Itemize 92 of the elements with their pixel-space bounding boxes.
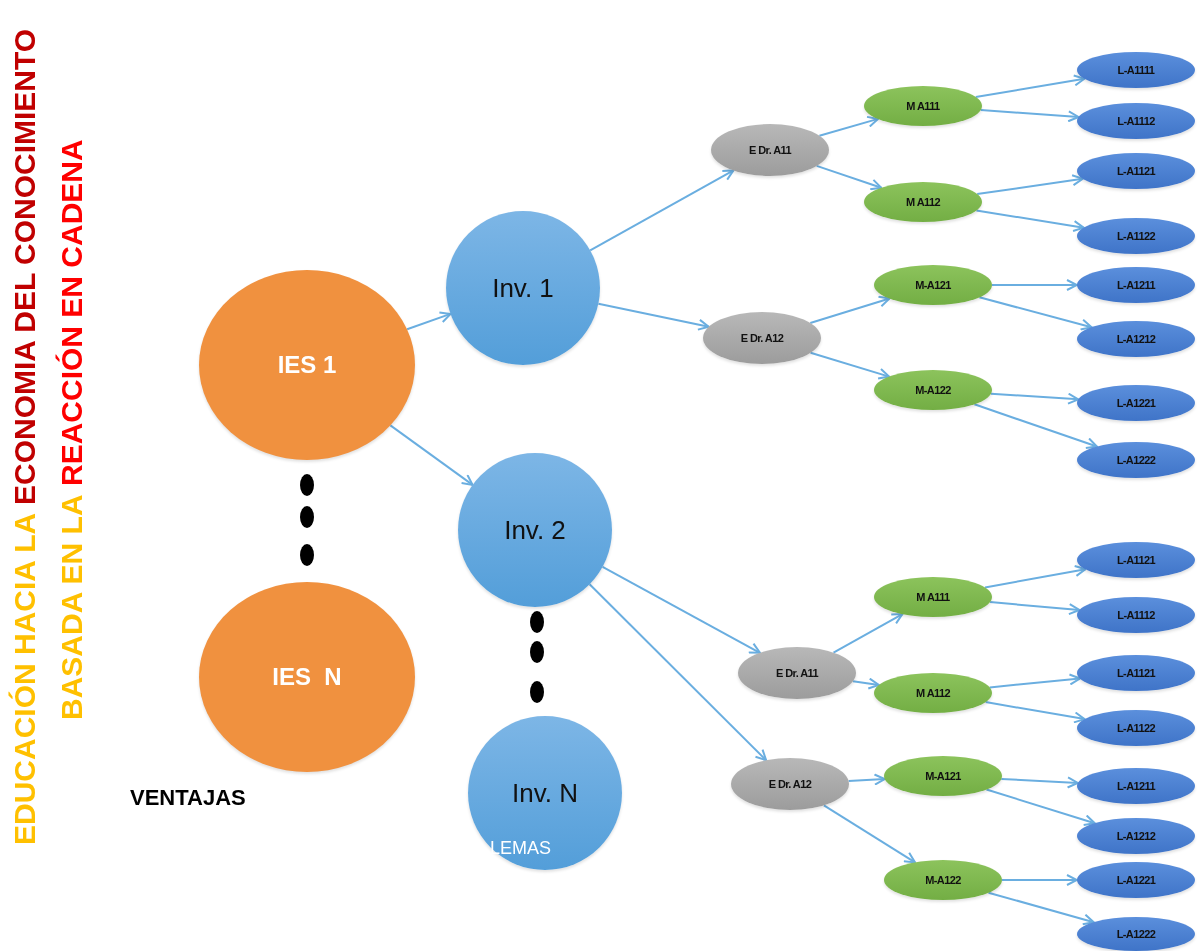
node-label: E Dr. A12	[768, 778, 812, 790]
caption-text: VENTAJAS	[130, 785, 246, 811]
node-label: L-A1212	[1116, 830, 1156, 842]
node-label: L-A1122	[1117, 230, 1155, 242]
ellipse-node	[864, 86, 982, 126]
arrow	[589, 169, 735, 252]
node-label: M-A122	[915, 384, 951, 396]
arrow	[818, 115, 879, 137]
ellipse-node	[1077, 917, 1195, 951]
node-label: L-A1211	[1117, 279, 1155, 291]
ellipse-node	[703, 312, 821, 364]
arrow	[588, 583, 768, 762]
arrow	[973, 403, 1098, 449]
node-label: M A112	[906, 196, 940, 208]
node-label: M A112	[916, 687, 950, 699]
node-label: E Dr. A12	[740, 332, 784, 344]
node-label: L-A1111	[1117, 64, 1155, 76]
node-label: IES 1	[277, 351, 337, 379]
ellipse-node	[864, 182, 982, 222]
title-text: EDUCACIÓN HACIA LA	[8, 512, 42, 845]
arrow	[991, 279, 1078, 291]
arrow	[984, 565, 1087, 589]
node-label: L-A1112	[1117, 609, 1155, 621]
node-label: L-A1211	[1117, 780, 1155, 792]
ellipse-node	[874, 577, 992, 617]
node-label: E Dr. A11	[776, 667, 818, 679]
node-label: M-A122	[925, 874, 961, 886]
arrow	[406, 311, 452, 331]
node-label: Inv. N	[512, 777, 578, 809]
node-label: M-A121	[915, 279, 951, 291]
arrow	[974, 74, 1086, 99]
node-label: L-A1222	[1116, 454, 1156, 466]
node-label: L-A1222	[1116, 928, 1156, 940]
title-text: ECONOMIA DEL CONOCIMIENTO	[8, 28, 42, 505]
ellipse-node	[884, 860, 1002, 900]
node-label: L-A1121	[1117, 165, 1155, 177]
arrow	[985, 788, 1096, 826]
node-label: L-A1221	[1116, 397, 1156, 409]
arrow	[1001, 874, 1078, 886]
arrow	[979, 109, 1080, 123]
node-label: L-A1121	[1117, 667, 1155, 679]
ellipse-node	[874, 370, 992, 410]
arrow	[809, 351, 891, 380]
arrow	[987, 891, 1095, 926]
arrow	[988, 673, 1081, 689]
node-label: M A111	[906, 100, 940, 112]
node-label: L-A1212	[1116, 333, 1156, 345]
node-label: M-A121	[925, 770, 961, 782]
title-text: BASADA EN LA	[55, 494, 89, 720]
arrow	[984, 701, 1086, 724]
arrow	[601, 565, 761, 654]
ellipse-node	[1077, 218, 1195, 254]
ellipse-node	[1077, 385, 1195, 421]
node-label: Inv. 1	[492, 272, 554, 304]
arrow	[975, 209, 1085, 233]
arrow	[989, 601, 1081, 616]
arrow	[847, 773, 886, 786]
title-text: REACCIÓN EN CADENA	[55, 139, 89, 487]
arrow	[976, 174, 1084, 196]
ellipse-node	[1077, 710, 1195, 746]
arrow	[809, 295, 891, 324]
arrow	[815, 164, 883, 191]
arrow	[822, 804, 916, 864]
arrow	[852, 677, 880, 690]
node-label: L-A1121	[1117, 554, 1155, 566]
ellipse-node	[874, 265, 992, 305]
ellipse-node	[1077, 597, 1195, 633]
ellipse-node	[1077, 52, 1195, 88]
node-label: L-A1122	[1117, 722, 1155, 734]
caption-text: LEMAS	[490, 838, 552, 859]
ellipse-node	[711, 124, 829, 176]
ellipse-node	[1077, 655, 1195, 691]
node-label: L-A1221	[1116, 874, 1156, 886]
ellipse-node	[884, 756, 1002, 796]
node-label: E Dr. A11	[749, 144, 791, 156]
arrow	[389, 424, 474, 486]
arrow	[990, 392, 1080, 405]
node-label: L-A1112	[1117, 115, 1155, 127]
arrow	[597, 302, 710, 331]
arrow	[832, 613, 904, 654]
node-label: M A111	[916, 591, 950, 603]
node-label: Inv. 2	[504, 514, 566, 546]
ellipse-node	[1077, 153, 1195, 189]
arrow	[978, 296, 1093, 331]
node-label: IES N	[272, 663, 342, 691]
ellipse-node	[1077, 321, 1195, 357]
ellipse-node	[1077, 542, 1195, 578]
ellipse-node	[1077, 103, 1195, 139]
arrow	[1000, 776, 1079, 789]
ellipse-node	[1077, 442, 1195, 478]
ellipse-node	[874, 673, 992, 713]
ellipse-node	[1077, 818, 1195, 854]
